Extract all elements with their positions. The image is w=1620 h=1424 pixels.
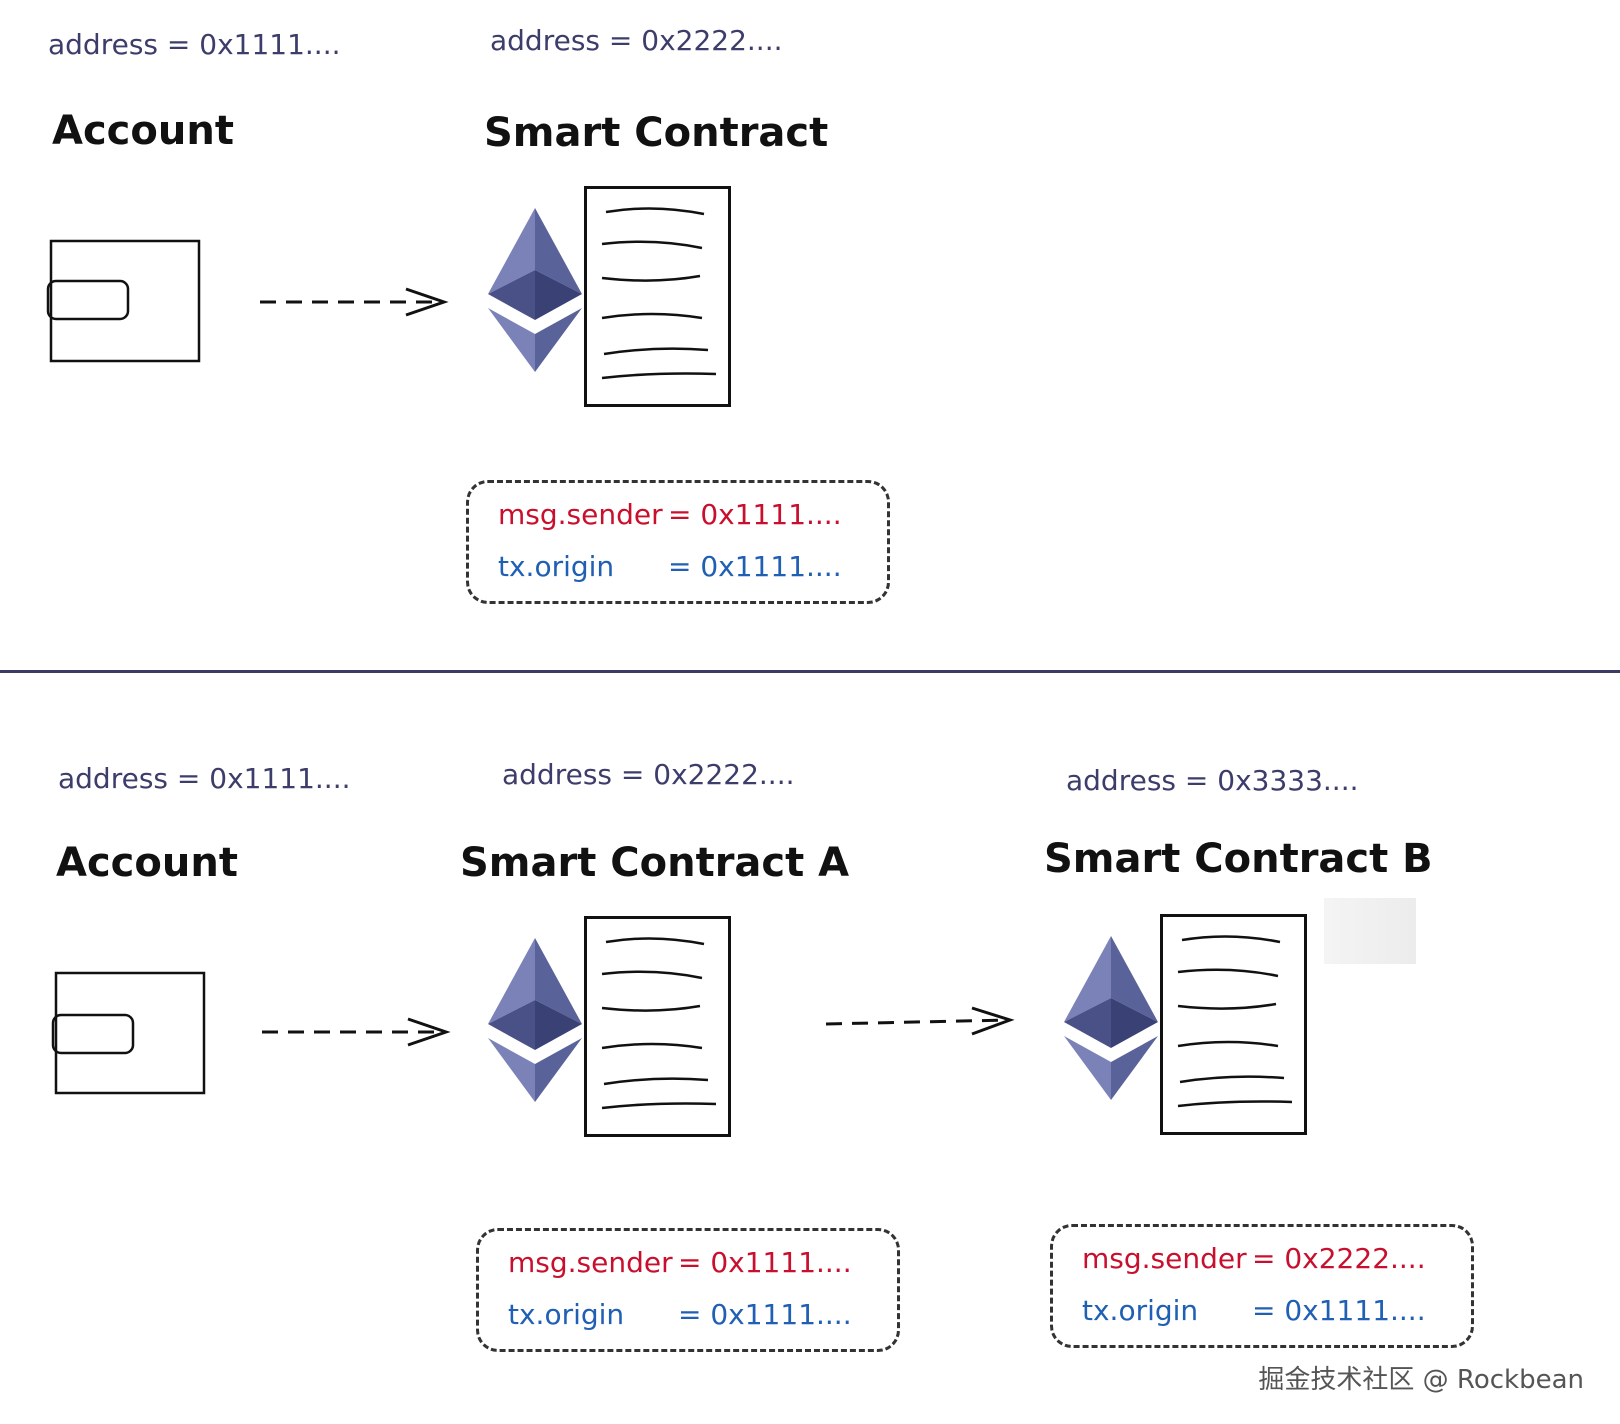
contract-title: Smart Contract: [484, 110, 829, 156]
tx-origin-value: = 0x1111....: [668, 550, 842, 583]
wallet-icon: [46, 239, 201, 363]
msg-sender-value: = 0x1111....: [668, 498, 842, 531]
contract-a-title: Smart Contract A: [460, 840, 850, 886]
tx-origin-value: = 0x1111....: [678, 1298, 852, 1331]
document-icon: [1160, 914, 1307, 1135]
context-box: [466, 480, 890, 604]
blur-patch: [1324, 898, 1416, 964]
wallet-icon: [51, 971, 206, 1095]
watermark-text: 掘金技术社区 @ Rockbean: [1258, 1365, 1584, 1395]
tx-origin-label: tx.origin: [1082, 1294, 1199, 1327]
msg-sender-value: = 0x2222....: [1252, 1242, 1426, 1275]
account-title: Account: [52, 108, 234, 154]
contract-b-title: Smart Contract B: [1044, 836, 1433, 882]
ethereum-icon: [488, 208, 582, 372]
dashed-arrow-icon: [262, 1017, 451, 1047]
ethereum-icon: [488, 938, 582, 1102]
contract-address: address = 0x2222....: [490, 24, 783, 57]
context-box-b: [1050, 1224, 1474, 1348]
context-box-a: [476, 1228, 900, 1352]
msg-sender-label: msg.sender: [1082, 1242, 1247, 1275]
tx-origin-label: tx.origin: [498, 550, 615, 583]
tx-origin-label: tx.origin: [508, 1298, 625, 1331]
document-icon: [584, 186, 731, 407]
account-address: address = 0x1111....: [48, 28, 341, 61]
ethereum-icon: [1064, 936, 1158, 1100]
tx-origin-value: = 0x1111....: [1252, 1294, 1426, 1327]
dashed-arrow-icon: [825, 1006, 1015, 1036]
msg-sender-value: = 0x1111....: [678, 1246, 852, 1279]
msg-sender-label: msg.sender: [508, 1246, 673, 1279]
contract-a-address: address = 0x2222....: [502, 758, 795, 791]
account-title: Account: [56, 840, 238, 886]
dashed-arrow-icon: [260, 287, 449, 317]
contract-b-address: address = 0x3333....: [1066, 764, 1359, 797]
account-address: address = 0x1111....: [58, 762, 351, 795]
section-divider: [0, 670, 1620, 673]
msg-sender-label: msg.sender: [498, 498, 663, 531]
document-icon: [584, 916, 731, 1137]
